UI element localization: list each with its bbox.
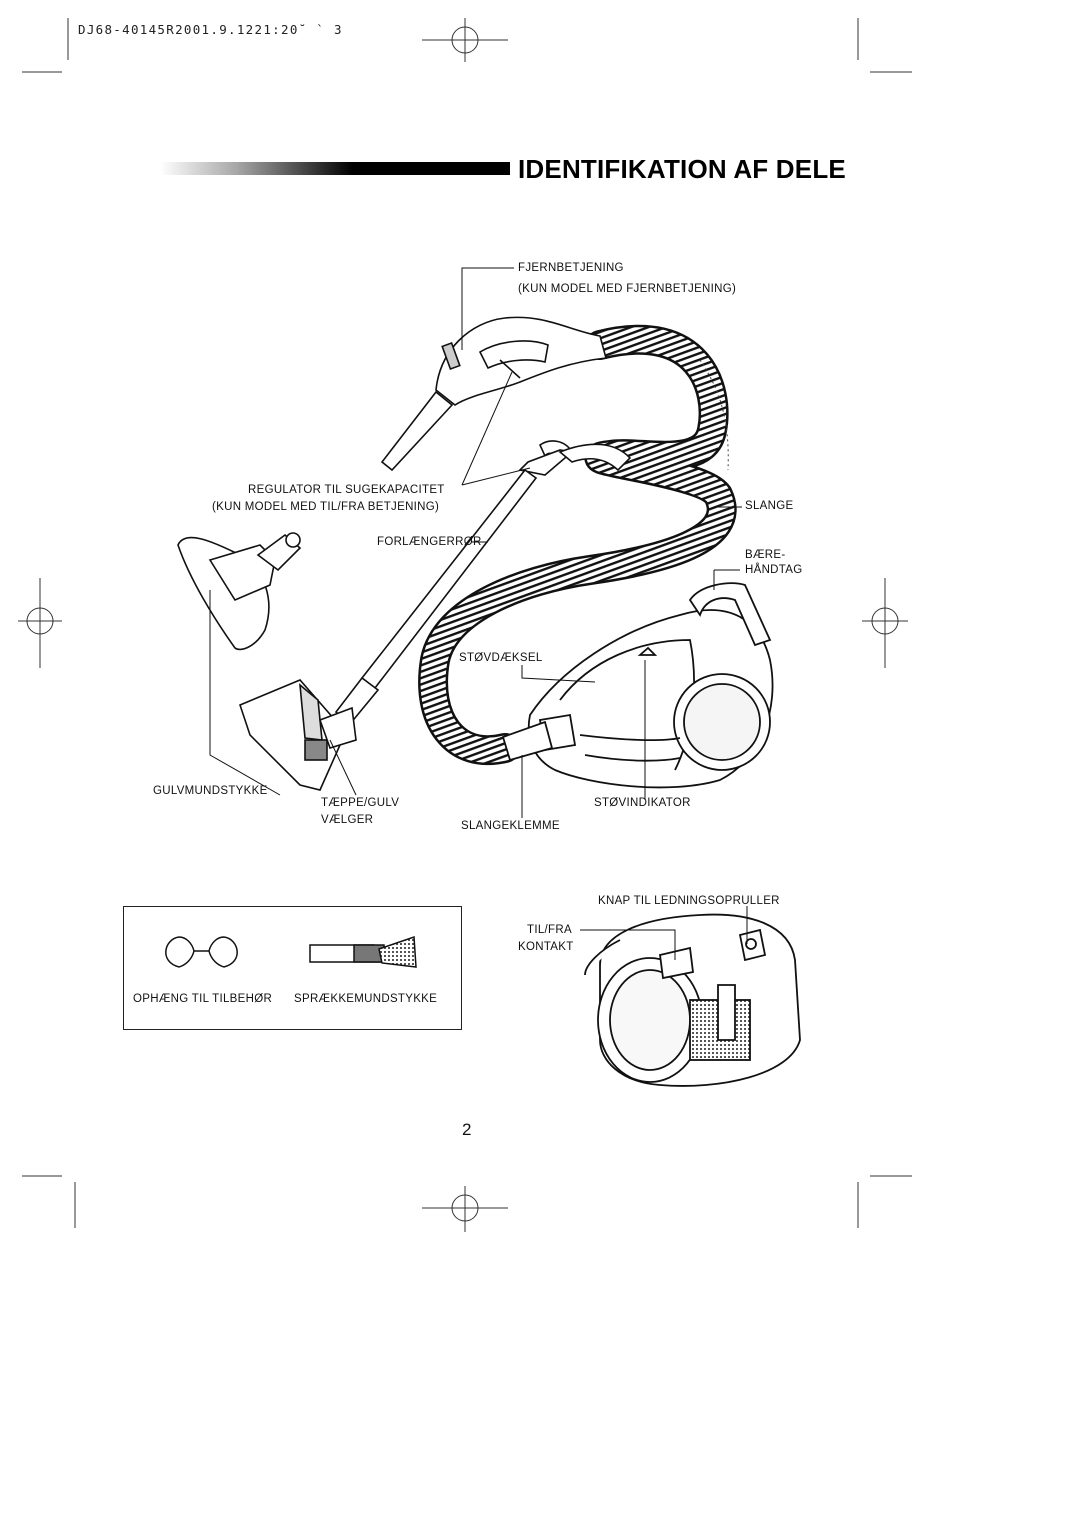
title-bar-decoration [160, 162, 510, 175]
label-ophaeng: OPHÆNG TIL TILBEHØR [133, 993, 273, 1005]
page-title: IDENTIFIKATION AF DELE [518, 154, 846, 184]
label-gulvmundstykke: GULVMUNDSTYKKE [153, 785, 268, 797]
leader-lines [209, 267, 742, 818]
label-regulator-note: (KUN MODEL MED TIL/FRA BETJENING) [212, 501, 440, 513]
label-slange: SLANGE [745, 500, 794, 512]
rear-leader-lines [580, 906, 748, 960]
label-regulator: REGULATOR TIL SUGEKAPACITET [248, 484, 445, 496]
accessories-illustration [165, 935, 417, 968]
crosshair-bottom [422, 1186, 508, 1232]
floor-nozzle-icon [239, 679, 357, 791]
label-slangeklemme: SLANGEKLEMME [461, 820, 560, 832]
page-number: 2 [462, 1120, 472, 1139]
label-stovindikator: STØVINDIKATOR [594, 797, 691, 809]
label-fjernbetjening: FJERNBETJENING [518, 262, 624, 274]
label-baere: BÆRE- [745, 549, 786, 561]
crevice-tool-icon [309, 935, 417, 968]
accessories-box: OPHÆNG TIL TILBEHØR SPRÆKKEMUNDSTYKKE [123, 906, 462, 1030]
print-code: DJ68-40145R2001.9.1221:20˘ ` 3 [78, 22, 343, 37]
crosshair-right [862, 578, 908, 668]
label-spraekke: SPRÆKKEMUNDSTYKKE [294, 993, 438, 1005]
label-taeppe-gulv: TÆPPE/GULV [321, 797, 400, 809]
label-til-fra: TIL/FRA [527, 924, 572, 936]
hose-icon [418, 324, 737, 765]
label-forlaengerror: FORLÆNGERRØR [377, 536, 482, 548]
brush-head-icon [177, 532, 302, 651]
crosshair-left [18, 578, 62, 668]
handle-grip-icon [380, 316, 608, 472]
canister-body-icon [501, 582, 774, 789]
label-handtag: HÅNDTAG [745, 564, 803, 576]
label-stovdaeksel: STØVDÆKSEL [459, 652, 543, 664]
label-vaelger: VÆLGER [321, 814, 374, 826]
label-fjernbetjening-note: (KUN MODEL MED FJERNBETJENING) [518, 283, 737, 295]
accessory-holder-icon [165, 936, 238, 968]
label-knap-ledning: KNAP TIL LEDNINGSOPRULLER [598, 895, 780, 907]
crosshair-top [422, 18, 508, 62]
label-kontakt: KONTAKT [518, 941, 574, 953]
